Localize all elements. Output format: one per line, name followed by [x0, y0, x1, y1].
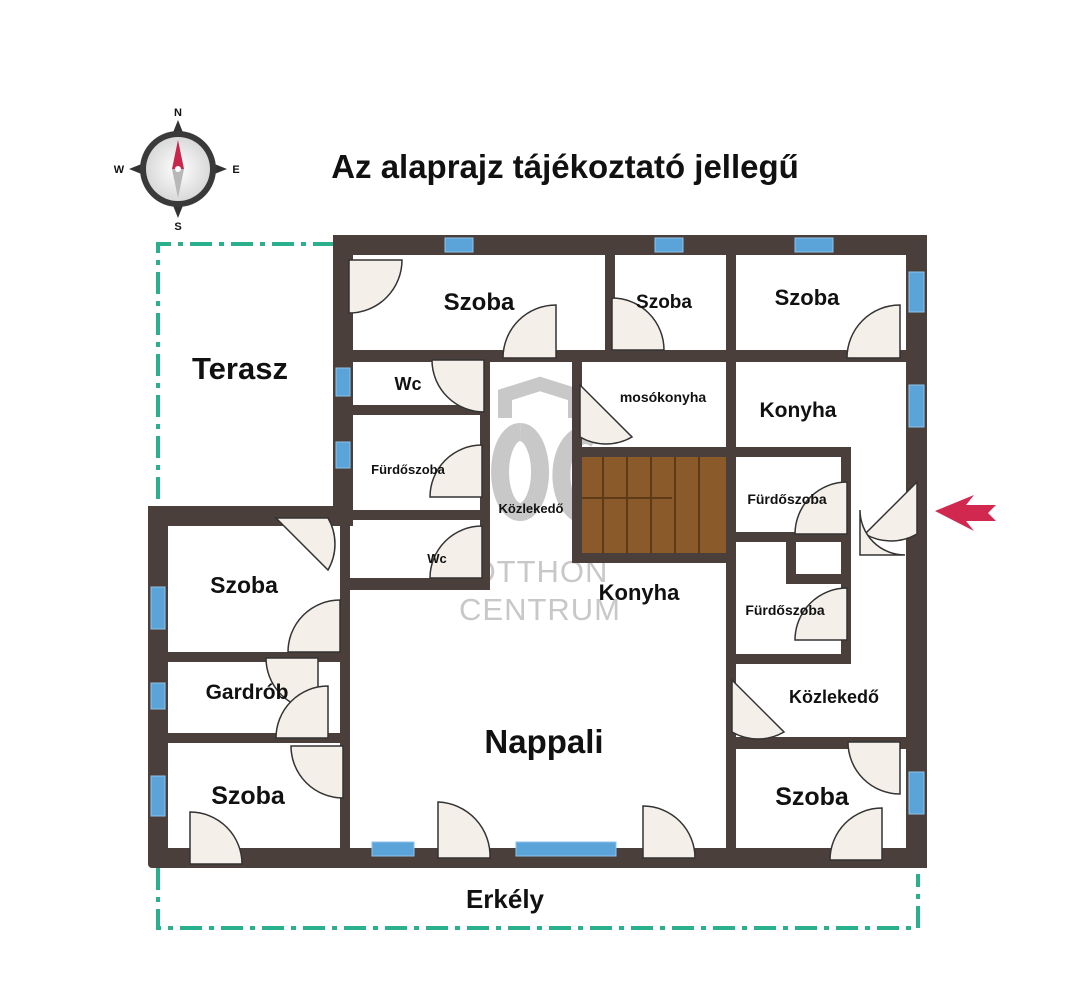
room-label-gardrob: Gardrób [206, 681, 289, 704]
room-label-nappali: Nappali [484, 723, 603, 760]
room-label-kozlekedo2: Közlekedő [789, 687, 879, 707]
compass-e-label: E [232, 164, 239, 176]
room-label-wc2: Wc [427, 551, 447, 566]
doors [189, 259, 918, 865]
terrace-outline [156, 242, 335, 506]
plan-title: Az alaprajz tájékoztató jellegű [331, 148, 799, 185]
room-label-szoba-left1: Szoba [210, 572, 278, 598]
room-label-furdoszoba1: Fürdőszoba [371, 462, 445, 477]
entrance-arrow-icon [935, 495, 996, 531]
room-label-szoba-left2: Szoba [211, 782, 286, 810]
room-label-kozlekedo1: Közlekedő [498, 501, 563, 516]
room-label-konyha1: Konyha [759, 399, 836, 422]
room-label-wc1: Wc [395, 374, 422, 394]
room-label-szoba-top1: Szoba [444, 289, 515, 316]
watermark-line2: CENTRUM [459, 592, 621, 627]
room-label-furdoszoba2: Fürdőszoba [747, 491, 827, 507]
compass-w-label: W [114, 164, 125, 176]
room-label-szoba-right: Szoba [775, 783, 850, 811]
balcony-outline [156, 868, 920, 930]
walls [148, 235, 927, 868]
compass-icon: N S W E [114, 107, 240, 233]
room-label-terasz: Terasz [192, 351, 288, 386]
room-label-konyha2: Konyha [599, 580, 680, 605]
windows [150, 237, 925, 857]
room-label-szoba-top2: Szoba [636, 292, 692, 313]
room-label-erkely: Erkély [466, 884, 545, 914]
room-label-mosokonyha: mosókonyha [620, 389, 707, 405]
compass-needle-north [172, 140, 184, 169]
compass-s-label: S [174, 221, 181, 233]
stairs [580, 455, 728, 555]
room-label-szoba-top3: Szoba [775, 285, 841, 310]
room-label-furdoszoba3: Fürdőszoba [745, 602, 825, 618]
compass-n-label: N [174, 107, 182, 119]
room-labels: Terasz Szoba Szoba Szoba Wc Fürdőszoba W… [192, 285, 879, 914]
